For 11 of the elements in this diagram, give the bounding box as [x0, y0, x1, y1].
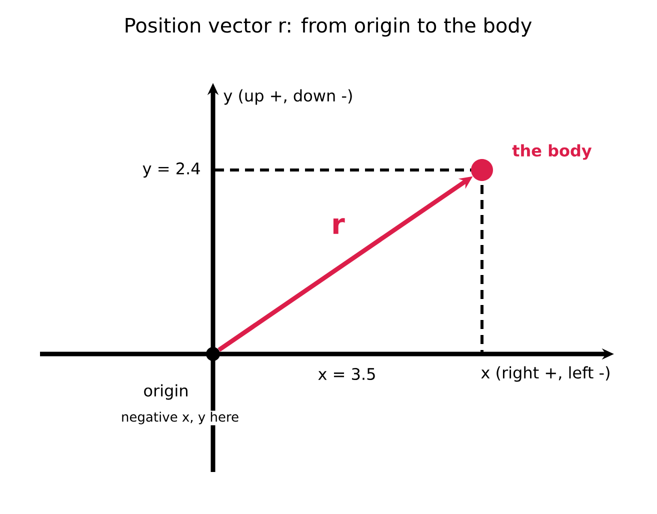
edge-label: r	[333, 218, 345, 234]
title: Position vector r: from origin to the body	[126, 17, 532, 37]
point-label: negative x, y here	[120, 410, 240, 426]
axis-label: y (up +, down -)	[224, 89, 352, 105]
point-dot	[471, 159, 493, 181]
point-label: origin	[142, 383, 190, 401]
point-label: the body	[511, 143, 593, 161]
axis-label: y = 2.4	[142, 162, 200, 178]
point-dot	[206, 347, 220, 361]
axis-label: x (right +, left -)	[481, 366, 610, 382]
axis-label: x = 3.5	[318, 368, 375, 380]
